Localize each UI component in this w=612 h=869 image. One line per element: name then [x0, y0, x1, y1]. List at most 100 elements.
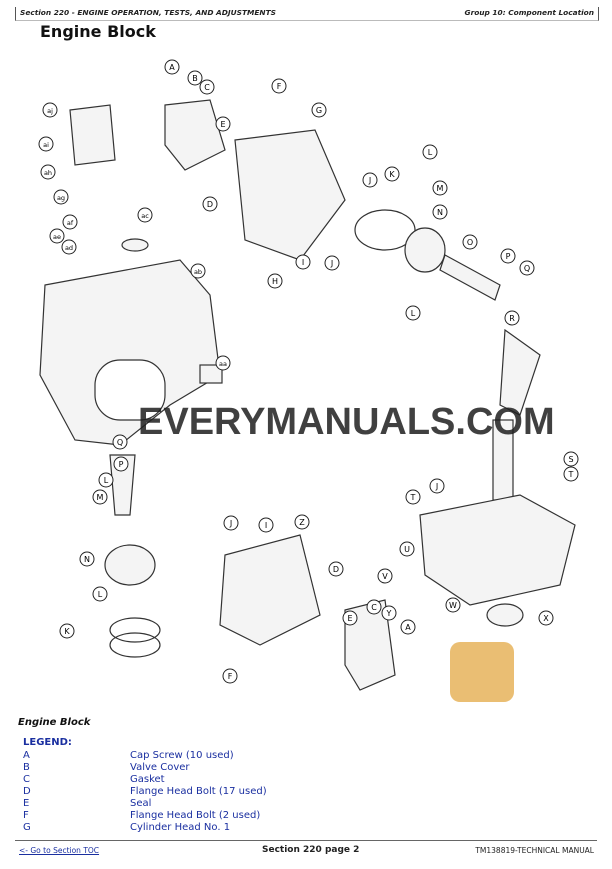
legend-label: Cap Screw (10 used) — [130, 750, 234, 761]
callout-circle — [462, 234, 478, 250]
callout-label: J — [368, 176, 371, 185]
callout-circle — [61, 239, 77, 255]
callout-label: Q — [524, 264, 530, 273]
callout-label: C — [204, 83, 210, 92]
callout-circle — [377, 568, 393, 584]
footer-divider — [15, 840, 597, 841]
callout-circle — [328, 561, 344, 577]
callout-circle — [405, 489, 421, 505]
callout-label: ac — [141, 212, 149, 220]
callout-label: E — [347, 614, 352, 623]
figure-caption: Engine Block — [18, 717, 91, 728]
callout-circle — [563, 451, 579, 467]
legend-title: LEGEND: — [23, 737, 72, 748]
callout-circle — [538, 610, 554, 626]
callout-label: W — [449, 601, 457, 610]
cylinder-bore — [94, 359, 166, 421]
legend-key: B — [23, 762, 30, 773]
page-header: Section 220 - ENGINE OPERATION, TESTS, A… — [15, 7, 599, 21]
callout-circle — [92, 586, 108, 602]
callout-label: N — [84, 555, 90, 564]
callout-circle — [62, 214, 78, 230]
cylinder-head-no2 — [219, 534, 321, 646]
callout-label: ab — [194, 268, 202, 276]
callout-circle — [381, 605, 397, 621]
callout-circle — [258, 517, 274, 533]
legend-label: Valve Cover — [130, 762, 190, 773]
callout-label: P — [119, 460, 124, 469]
manual-id: TM138819-TECHNICAL MANUAL — [475, 846, 594, 855]
callout-label: aa — [219, 360, 227, 368]
piston-n-lower — [104, 544, 156, 586]
callout-label: J — [330, 259, 333, 268]
legend-label: Gasket — [130, 774, 165, 785]
callout-circle — [519, 260, 535, 276]
callout-label: U — [404, 545, 410, 554]
callout-label: J — [435, 482, 438, 491]
callout-circle — [504, 310, 520, 326]
valve-cover-b — [164, 99, 226, 171]
callout-circle — [432, 180, 448, 196]
callout-circle — [563, 466, 579, 482]
legend-label: Cylinder Head No. 1 — [130, 822, 231, 833]
legend-key: G — [23, 822, 31, 833]
oil-pan-base — [419, 494, 576, 606]
callout-label: ad — [65, 244, 73, 252]
callout-label: L — [104, 476, 109, 485]
callout-label: M — [437, 184, 444, 193]
callout-label: K — [389, 170, 395, 179]
callout-label: I — [302, 258, 304, 267]
callout-label: ah — [44, 169, 52, 177]
watermark-logo — [450, 642, 514, 702]
callout-circle — [366, 599, 382, 615]
legend-key: E — [23, 798, 30, 809]
callout-circle — [137, 207, 153, 223]
callout-label: H — [272, 277, 278, 286]
callout-circle — [215, 355, 231, 371]
diagram-parts — [39, 99, 576, 691]
callout-label: af — [67, 219, 74, 227]
callout-circle — [362, 172, 378, 188]
callout-label: F — [277, 82, 282, 91]
callout-label: K — [64, 627, 70, 636]
callout-label: L — [428, 148, 433, 157]
callout-label: F — [228, 672, 233, 681]
callout-label: A — [405, 623, 411, 632]
callout-circle — [92, 489, 108, 505]
callout-label: ag — [57, 194, 65, 202]
callout-circle — [222, 668, 238, 684]
callout-label: D — [333, 565, 339, 574]
callout-label: X — [543, 614, 549, 623]
go-to-section-toc-link[interactable]: <- Go to Section TOC — [19, 846, 100, 855]
callout-circle — [294, 514, 310, 530]
callout-label: Y — [386, 609, 392, 618]
callout-circle — [112, 434, 128, 450]
legend-label: Flange Head Bolt (2 used) — [130, 810, 261, 821]
callout-circle — [267, 273, 283, 289]
callout-circle — [215, 116, 231, 132]
callout-circle — [187, 70, 203, 86]
callout-circle — [295, 254, 311, 270]
callout-label: M — [97, 493, 104, 502]
callout-label: ae — [53, 233, 61, 241]
callout-circle — [399, 541, 415, 557]
callout-circle — [500, 248, 516, 264]
callout-label: C — [371, 603, 377, 612]
callout-label: I — [265, 521, 267, 530]
callout-circle — [42, 102, 58, 118]
legend-label: Seal — [130, 798, 152, 809]
page-title: Engine Block — [40, 22, 156, 41]
callout-circle — [384, 166, 400, 182]
callout-label: Z — [299, 518, 305, 527]
legend-key: F — [23, 810, 29, 821]
callout-label: D — [207, 200, 213, 209]
gasket-ac — [121, 238, 149, 252]
callout-circle — [38, 136, 54, 152]
callout-circle — [429, 478, 445, 494]
legend-key: C — [23, 774, 30, 785]
callout-circle — [271, 78, 287, 94]
callout-label: V — [382, 572, 388, 581]
callout-label: L — [411, 309, 416, 318]
